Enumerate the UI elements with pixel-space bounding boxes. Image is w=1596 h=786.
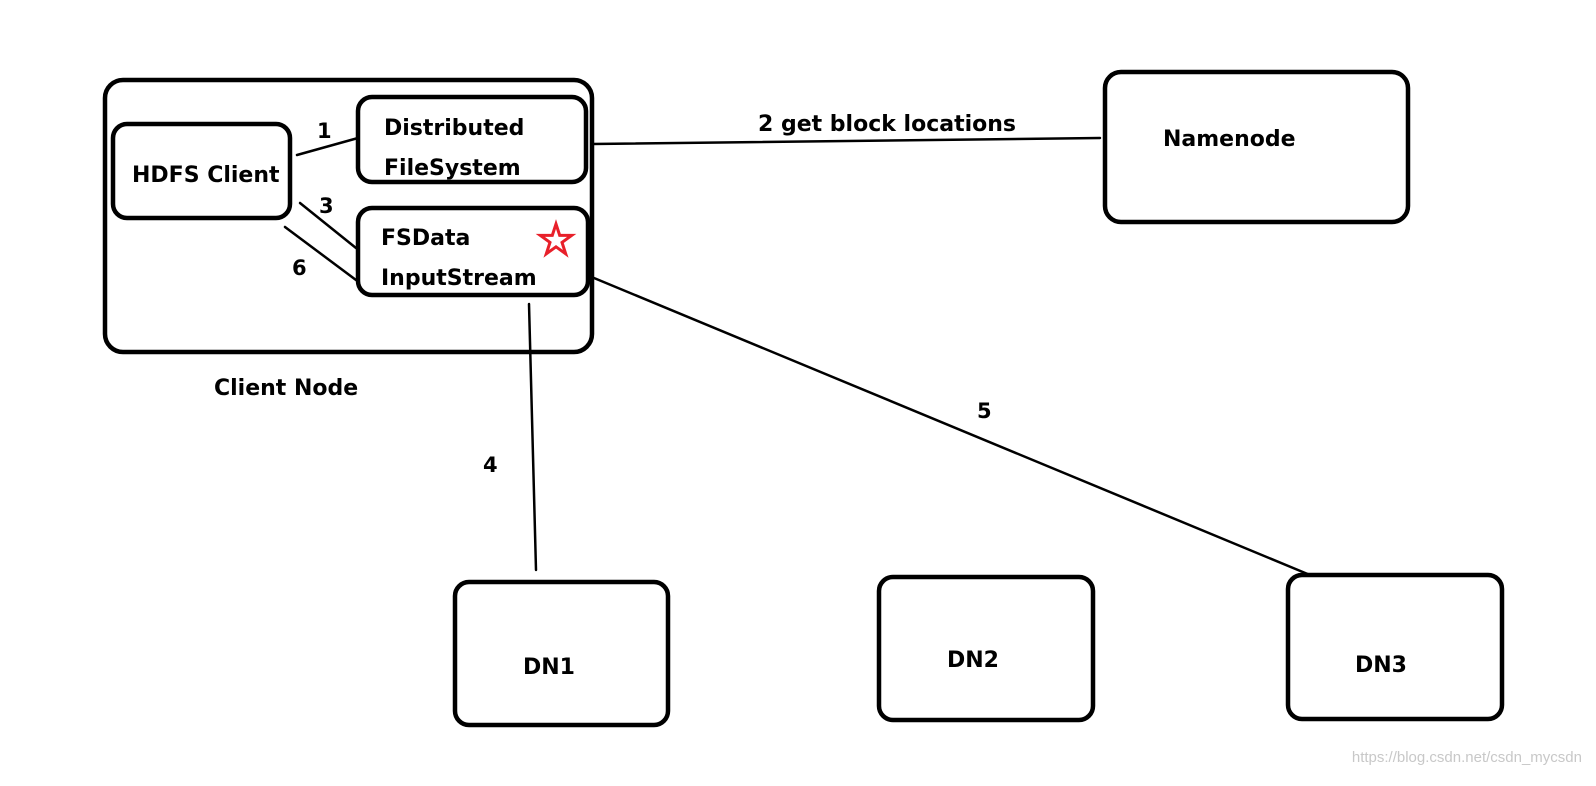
edge-2-label: 2 get block locations [758, 112, 1016, 137]
datanode-dn3: DN3 [1285, 572, 1505, 722]
datanode-dn2: DN2 [876, 574, 1096, 723]
fsdata-inputstream-box [355, 205, 591, 298]
edge-6-fsdis-to-client [283, 225, 358, 282]
dn1-label: DN1 [523, 655, 575, 680]
namenode-box [1102, 69, 1411, 225]
client-node: Client Node [102, 77, 595, 401]
edge-5-label: 5 [977, 399, 992, 423]
distributed-filesystem-box [355, 94, 589, 185]
namenode: Namenode [1102, 69, 1411, 225]
edge-3-client-to-fsdis [298, 201, 358, 250]
distributed-filesystem-label-line2: FileSystem [384, 156, 521, 181]
namenode-label: Namenode [1163, 127, 1296, 152]
edge-3-label: 3 [319, 194, 334, 218]
dn3-label: DN3 [1355, 653, 1407, 678]
dn2-box [876, 574, 1096, 723]
dn1-box [452, 579, 671, 728]
hdfs-client-box [110, 121, 293, 221]
distributed-filesystem-label-line1: Distributed [384, 116, 524, 141]
client-node-label: Client Node [214, 376, 358, 401]
edge-1-label: 1 [317, 119, 332, 143]
dn3-box [1285, 572, 1505, 722]
watermark-text: https://blog.csdn.net/csdn_mycsdn [1352, 749, 1582, 766]
edge-1-client-to-dfs [295, 136, 360, 157]
distributed-filesystem: Distributed FileSystem [355, 94, 589, 185]
fsdata-inputstream-label-line1: FSData [381, 226, 470, 251]
dn2-label: DN2 [947, 648, 999, 673]
edge-6-label: 6 [292, 256, 307, 280]
edge-5-fsdis-to-dn3 [592, 276, 1312, 577]
star-icon [535, 219, 577, 258]
fsdata-inputstream-label-line2: InputStream [381, 266, 537, 291]
hdfs-client: HDFS Client [110, 121, 293, 221]
client-node-box [102, 77, 595, 355]
fsdata-inputstream: FSData InputStream [355, 205, 591, 298]
edge-2-dfs-to-namenode [590, 136, 1102, 146]
hdfs-client-label: HDFS Client [132, 163, 280, 188]
edge-4-fsdis-to-dn1 [527, 302, 538, 572]
edge-4-label: 4 [483, 453, 498, 477]
datanode-dn1: DN1 [452, 579, 671, 728]
